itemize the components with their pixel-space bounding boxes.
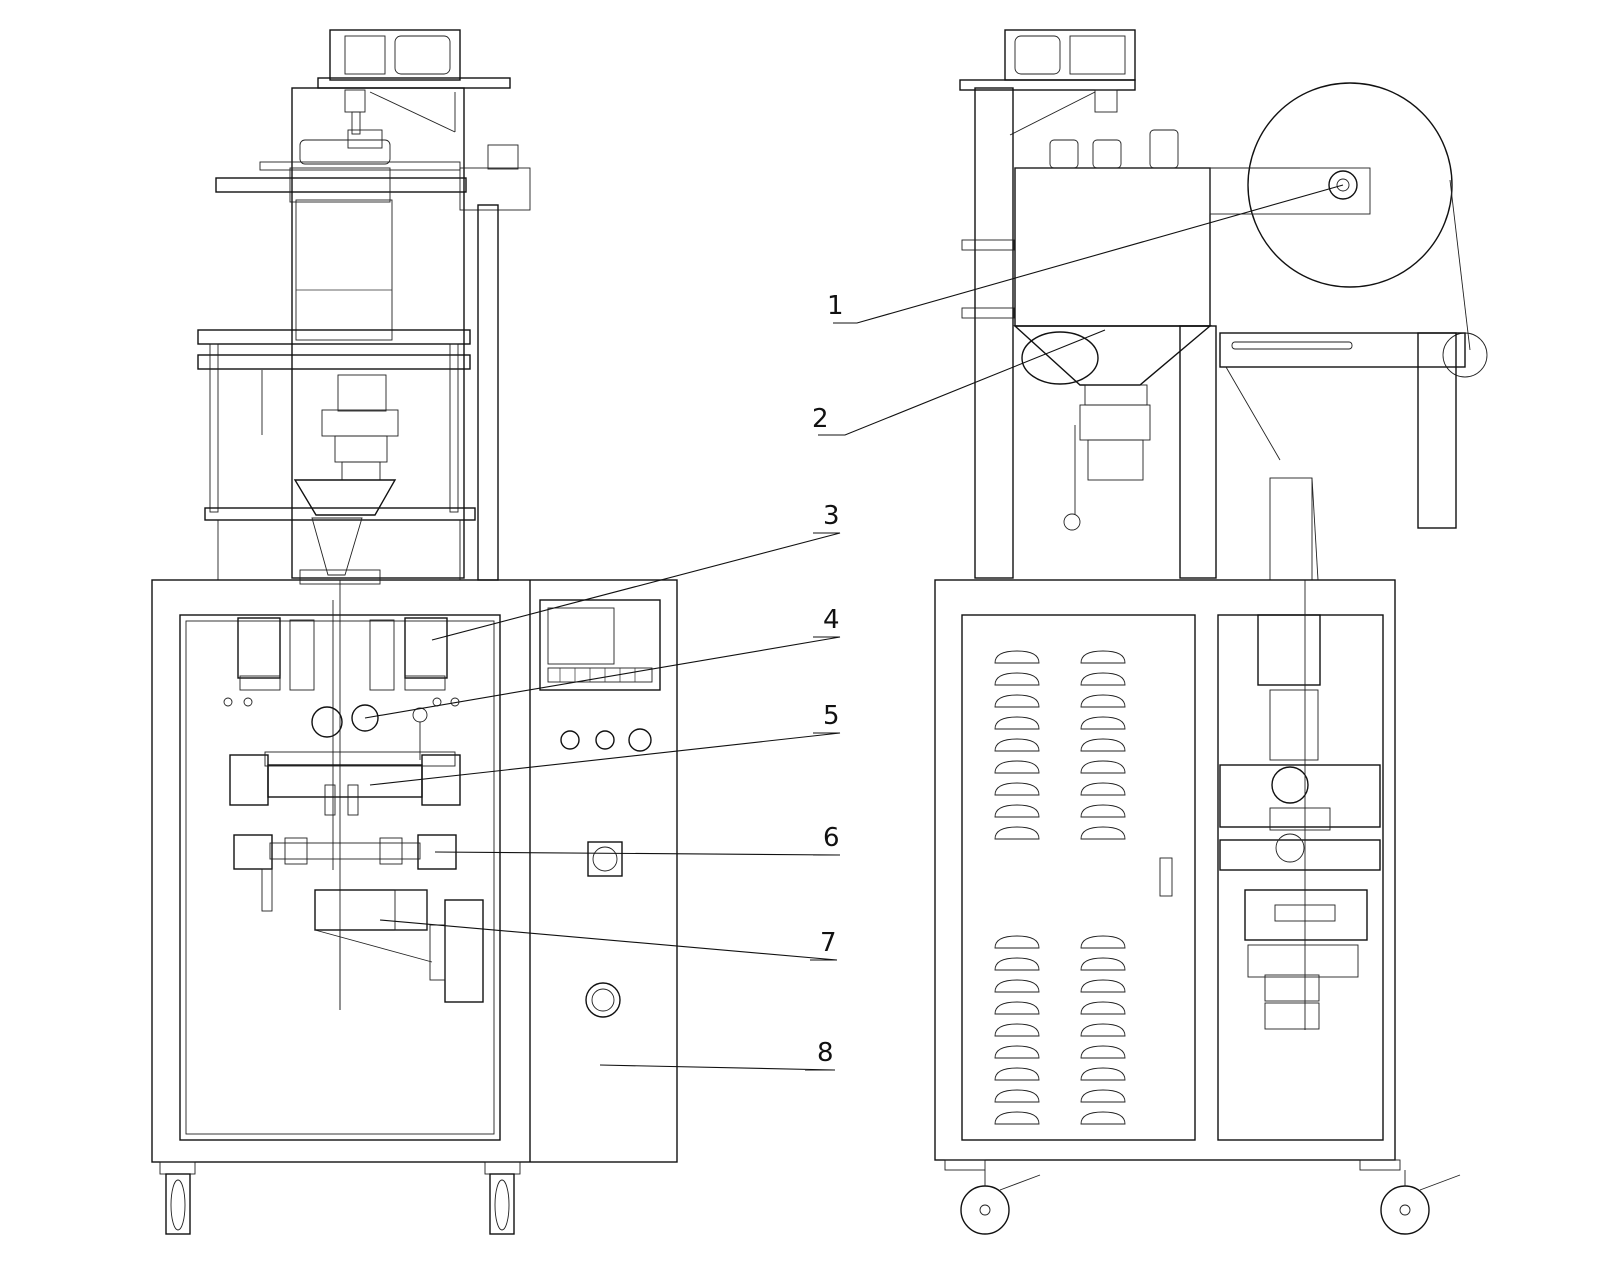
louvre-vent (1080, 1067, 1126, 1081)
callout-5: 5 (823, 701, 840, 731)
louvre-vent (1080, 979, 1126, 993)
louvre-vent (994, 957, 1040, 971)
louvre-vent (1080, 694, 1126, 708)
louvre-vent (994, 716, 1040, 730)
rotary-switch-icon (587, 841, 623, 877)
louvre-vent (994, 650, 1040, 664)
louvre-vent (1080, 716, 1126, 730)
louvre-vent (994, 979, 1040, 993)
side-hopper (1013, 129, 1300, 531)
side-door-right (1217, 614, 1384, 1141)
louvre-vent (994, 1089, 1040, 1103)
side-door-left (961, 614, 1196, 1141)
button-icon (560, 730, 580, 750)
louvre-vent (1080, 760, 1126, 774)
louvre-vent (994, 1001, 1040, 1015)
louvre-vent (1080, 935, 1126, 949)
callout-1: 1 (827, 291, 844, 321)
louvre-vent (994, 1045, 1040, 1059)
emergency-stop-icon (585, 982, 621, 1018)
side-top-motor (959, 29, 1136, 136)
louvre-vent (994, 694, 1040, 708)
louvre-vent (1080, 804, 1126, 818)
louvre-vent (994, 1023, 1040, 1037)
louvre-vent (994, 804, 1040, 818)
side-caster-right (1359, 1159, 1461, 1235)
side-caster-left (944, 1159, 1041, 1235)
callout-leaders (364, 184, 1344, 1071)
hmi-touch-panel (539, 599, 661, 691)
louvre-vent (1080, 672, 1126, 686)
callout-8: 8 (817, 1038, 834, 1068)
louvre-vent (1080, 1001, 1126, 1015)
louvre-vent (994, 782, 1040, 796)
front-cabinet (151, 569, 678, 1235)
callout-3: 3 (823, 501, 840, 531)
louvre-vent (994, 935, 1040, 949)
louvre-vent (994, 826, 1040, 840)
louvre-vent (1080, 738, 1126, 752)
louvre-vent (994, 738, 1040, 752)
louvre-vent (1080, 782, 1126, 796)
front-top-motor (317, 29, 511, 135)
louvre-vent (1080, 1111, 1126, 1125)
callout-6: 6 (823, 823, 840, 853)
front-caster-right (484, 1161, 521, 1235)
side-film-roll (1209, 82, 1488, 378)
side-louvres (994, 650, 1126, 1125)
button-icon (595, 730, 615, 750)
louvre-vent (994, 672, 1040, 686)
louvre-vent (994, 1067, 1040, 1081)
louvre-vent (994, 760, 1040, 774)
louvre-vent (1080, 957, 1126, 971)
louvre-vent (994, 1111, 1040, 1125)
side-column (974, 87, 1014, 579)
louvre-vent (1080, 1045, 1126, 1059)
side-view (934, 29, 1488, 1235)
callout-4: 4 (823, 605, 840, 635)
front-view (151, 29, 678, 1235)
callout-7: 7 (820, 928, 837, 958)
front-upper-frame (197, 87, 531, 581)
louvre-vent (1080, 826, 1126, 840)
button-icon (628, 728, 652, 752)
side-sealing-mechanism (1219, 580, 1381, 1030)
louvre-vent (1080, 1089, 1126, 1103)
front-caster-left (159, 1161, 196, 1235)
louvre-vent (1080, 1023, 1126, 1037)
louvre-vent (1080, 650, 1126, 664)
callout-2: 2 (812, 404, 829, 434)
